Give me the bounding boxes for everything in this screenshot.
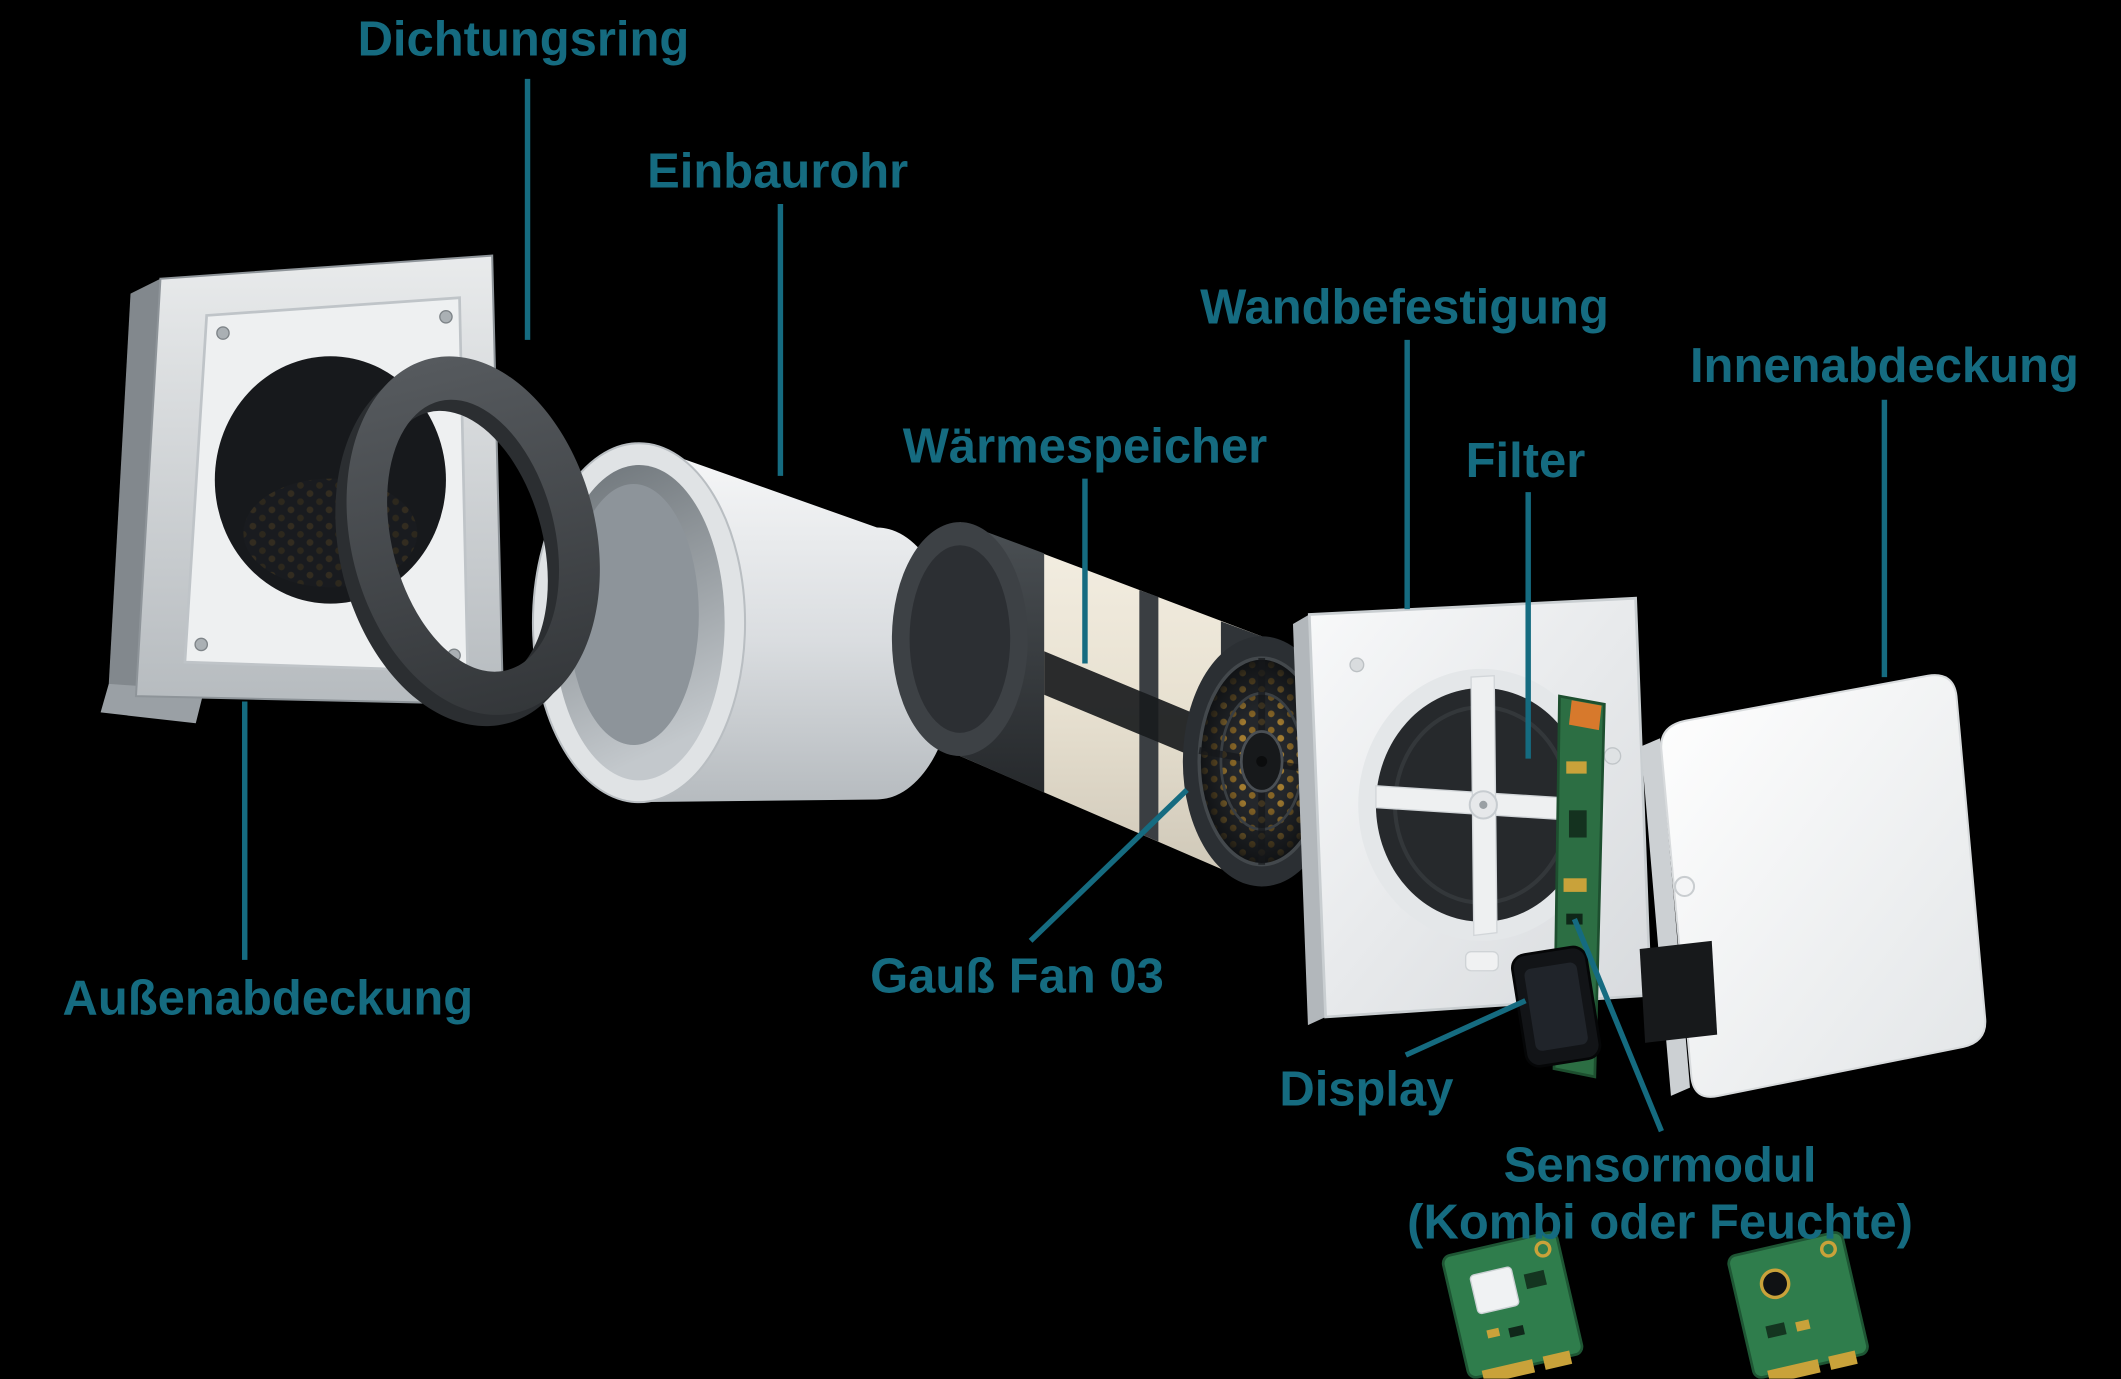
label-waermespeicher: Wärmespeicher [902, 417, 1268, 474]
sensor-module-feuchte [1727, 1231, 1869, 1379]
combi-sensor-chip [1469, 1266, 1520, 1315]
label-display: Display [1279, 1060, 1454, 1117]
label-dichtungsring: Dichtungsring [357, 10, 690, 67]
installation-tube [531, 442, 956, 804]
label-innenabdeckung: Innenabdeckung [1689, 337, 2079, 393]
control-board [1511, 694, 1606, 1079]
pcb-component [1508, 1324, 1525, 1338]
label-einbaurohr: Einbaurohr [647, 142, 909, 199]
sealing-ring-body [346, 356, 600, 715]
inner-cover-face [1660, 674, 1987, 1098]
display-screen [1524, 962, 1588, 1051]
label-sensormodul-line1: Sensormodul [1503, 1136, 1817, 1193]
sealing-ring [335, 356, 600, 727]
label-wandbefestigung: Wandbefestigung [1200, 278, 1609, 335]
fan-hub-center [1256, 755, 1268, 767]
leader-lines [242, 78, 1888, 1133]
pcb-connector [1568, 700, 1602, 731]
sensor-module-kombi [1441, 1231, 1584, 1379]
pcb-component [1523, 1269, 1547, 1290]
inner-cover-button [1674, 875, 1696, 897]
pcb-component [1563, 878, 1587, 892]
edge-connector [1542, 1350, 1573, 1370]
label-aussenabdeckung: Außenabdeckung [62, 969, 474, 1026]
outer-cover-screws [194, 309, 461, 663]
pcb-component [1795, 1319, 1811, 1332]
edge-connector [1767, 1359, 1821, 1379]
mounting-latch [1464, 951, 1499, 972]
pcb-component [1765, 1322, 1787, 1339]
label-filter: Filter [1465, 432, 1586, 489]
label-sensormodul: Sensormodul (Kombi oder Feuchte) [1407, 1137, 1913, 1252]
label-gauss-fan-03: Gauß Fan 03 [870, 947, 1164, 1004]
leader-sensormodul [1571, 918, 1664, 1133]
heat-storage-end-inner [909, 545, 1011, 733]
inner-cover [1639, 674, 1987, 1098]
label-sensormodul-line2: (Kombi oder Feuchte) [1407, 1194, 1913, 1251]
mounting-hole [1534, 1240, 1552, 1258]
tube-interior [568, 484, 699, 746]
mounting-screw-hole [1349, 657, 1365, 673]
edge-connector [1828, 1350, 1858, 1370]
pcb-component [1566, 761, 1587, 774]
display-module [1511, 945, 1602, 1068]
mounting-hole [1819, 1240, 1837, 1258]
inner-cover-notch [1639, 940, 1718, 1043]
leader-gauss-fan [1028, 787, 1189, 943]
pcb-component [1568, 810, 1587, 838]
outer-cover-side [108, 278, 161, 697]
humidity-sensor [1759, 1268, 1791, 1300]
leader-display [1404, 998, 1527, 1058]
wall-mounting-side [1292, 614, 1326, 1026]
mounting-screw-hole [1603, 747, 1622, 765]
filter-cross [1375, 675, 1589, 937]
pcb-component [1486, 1327, 1501, 1339]
edge-connector [1481, 1359, 1536, 1379]
heat-storage-groove [1044, 651, 1221, 769]
